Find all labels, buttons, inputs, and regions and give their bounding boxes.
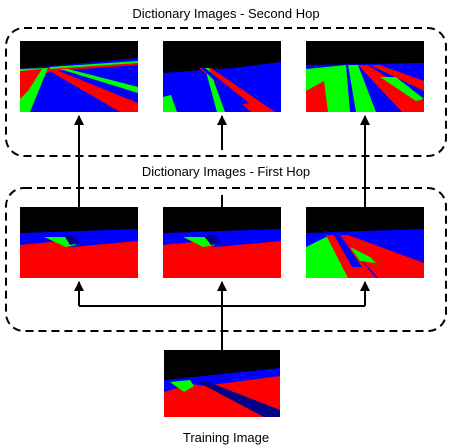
first-hop-image-1	[20, 207, 138, 278]
first-hop-title: Dictionary Images - First Hop	[141, 164, 311, 179]
training-image	[164, 350, 280, 417]
arrows	[74, 115, 370, 350]
second-hop-image-2	[163, 41, 281, 112]
second-hop-image-1	[20, 41, 138, 112]
second-hop-image-3	[306, 41, 424, 112]
first-hop-image-2	[163, 207, 281, 278]
second-hop-group	[5, 27, 447, 157]
first-hop-group	[5, 187, 447, 332]
training-image-title: Training Image	[182, 430, 270, 445]
first-hop-image-3	[306, 207, 424, 278]
second-hop-title: Dictionary Images - Second Hop	[132, 6, 320, 21]
